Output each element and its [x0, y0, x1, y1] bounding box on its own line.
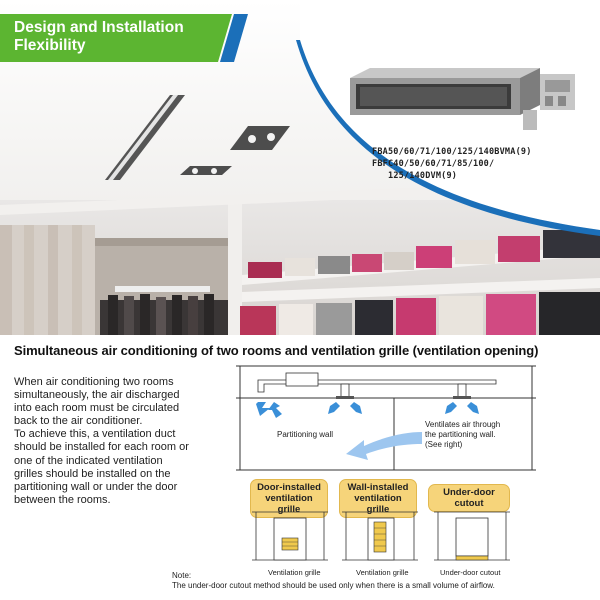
model-number-line-1: FBA50/60/71/100/125/140BVMA(9)	[372, 147, 532, 157]
partition-wall-label: Partitioning wall	[277, 430, 334, 439]
body-line: one of the indicated ventilation	[14, 454, 163, 467]
body-line: grilles should be installed on the	[14, 467, 171, 480]
grille-label-line: Under-door cutout	[443, 487, 495, 509]
door-grille-label: Door-installed ventilation grille	[250, 479, 328, 518]
wall-grille-caption: Ventilation grille	[356, 568, 409, 577]
grille-label-line: ventilation grille	[265, 493, 313, 515]
body-line: partitioning wall or under the door	[14, 480, 178, 493]
grille-label-line: Wall-installed	[347, 482, 409, 493]
section-body: When air conditioning two rooms simultan…	[14, 376, 236, 507]
model-number-line-2: FBFC40/50/60/71/85/100/	[372, 159, 495, 169]
body-line: simultaneously, the air discharged	[14, 389, 180, 402]
page-title: Design and Installation Flexibility	[14, 19, 184, 54]
header-area: Design and Installation Flexibility FBA5…	[0, 0, 600, 335]
body-line: back to the air conditioner.	[14, 415, 143, 428]
grille-label-line: ventilation grille	[354, 493, 402, 515]
body-line: should be installed for each room or	[14, 441, 189, 454]
door-grille-caption: Ventilation grille	[268, 568, 321, 577]
two-room-airflow-diagram	[236, 365, 536, 471]
body-line: between the rooms.	[14, 493, 111, 506]
title-banner	[0, 14, 248, 62]
ventilation-note-line-1: Ventilates air through	[425, 420, 501, 429]
ventilation-note-line-3: (See right)	[425, 440, 463, 449]
wall-grille-drawing	[342, 511, 418, 561]
under-door-cutout-drawing	[434, 511, 510, 561]
model-number-line-3: 125/140DVM(9)	[388, 171, 458, 181]
note-label: Note:	[172, 571, 192, 580]
ducted-unit-image	[350, 68, 575, 130]
wall-grille-label: Wall-installed ventilation grille	[339, 479, 417, 518]
body-line: When air conditioning two rooms	[14, 376, 174, 388]
note-text: The under-door cutout method should be u…	[172, 581, 495, 590]
under-door-cutout-label: Under-door cutout	[428, 484, 510, 512]
under-door-cutout-caption: Under-door cutout	[440, 568, 501, 577]
grille-options-diagram	[252, 511, 510, 561]
grille-label-line: Door-installed	[257, 482, 321, 493]
ventilation-note-line-2: the partitioning wall.	[425, 430, 496, 439]
section-title: Simultaneous air conditioning of two roo…	[14, 343, 539, 358]
body-line: into each room must be circulated	[14, 402, 180, 415]
body-line: To achieve this, a ventilation duct	[14, 428, 176, 441]
door-grille-drawing	[252, 511, 328, 561]
